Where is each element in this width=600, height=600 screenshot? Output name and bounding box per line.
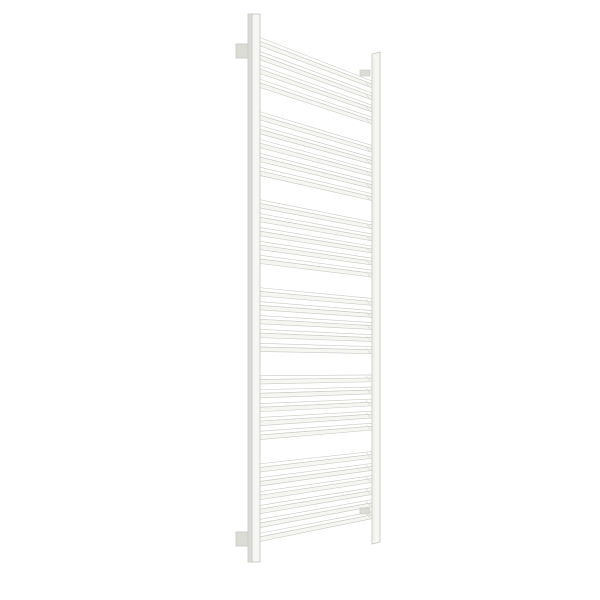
rail-end-shade	[365, 94, 371, 100]
rail	[255, 398, 373, 413]
rail-end-shade	[365, 488, 371, 495]
rail-end-shade	[365, 194, 371, 201]
rail-end-shade	[365, 500, 371, 507]
rail	[255, 410, 373, 427]
rail-end-shade	[365, 259, 371, 265]
rail-end-shade	[365, 424, 371, 430]
valve-top	[359, 69, 371, 77]
rail-end-shade	[365, 400, 371, 406]
valve-bottom	[359, 507, 371, 515]
rail-end-shade	[365, 106, 371, 112]
rail	[255, 386, 373, 399]
rail-end-shade	[365, 347, 371, 354]
rail-end-shade	[365, 335, 371, 342]
rail-end-shade	[365, 223, 371, 229]
rail-end-shade	[365, 118, 371, 124]
rail	[255, 314, 373, 330]
rail-end-shade	[365, 323, 371, 329]
rail	[255, 374, 373, 385]
rail-end-shade	[365, 452, 371, 458]
rail-end-shade	[365, 412, 371, 418]
rail	[255, 422, 373, 441]
rail-end-shade	[365, 82, 371, 88]
rail-end-shade	[365, 271, 371, 277]
rail-end-shade	[365, 247, 371, 253]
rail-end-shade	[365, 311, 371, 317]
right-post	[371, 51, 381, 545]
rail-end-shade	[365, 158, 371, 164]
rail	[255, 342, 373, 354]
rail-end-shade	[365, 299, 371, 305]
rail-end-shade	[365, 476, 371, 482]
radiator-frame	[251, 13, 381, 563]
rail-end-shade	[365, 146, 371, 152]
left-post	[251, 13, 261, 563]
rail-end-shade	[365, 235, 371, 241]
rail-end-shade	[365, 464, 371, 470]
rail-end-shade	[365, 170, 371, 176]
rail-end-shade	[365, 182, 371, 189]
rail-end-shade	[365, 388, 371, 394]
rail-end-shade	[365, 376, 371, 382]
rail	[255, 328, 373, 342]
